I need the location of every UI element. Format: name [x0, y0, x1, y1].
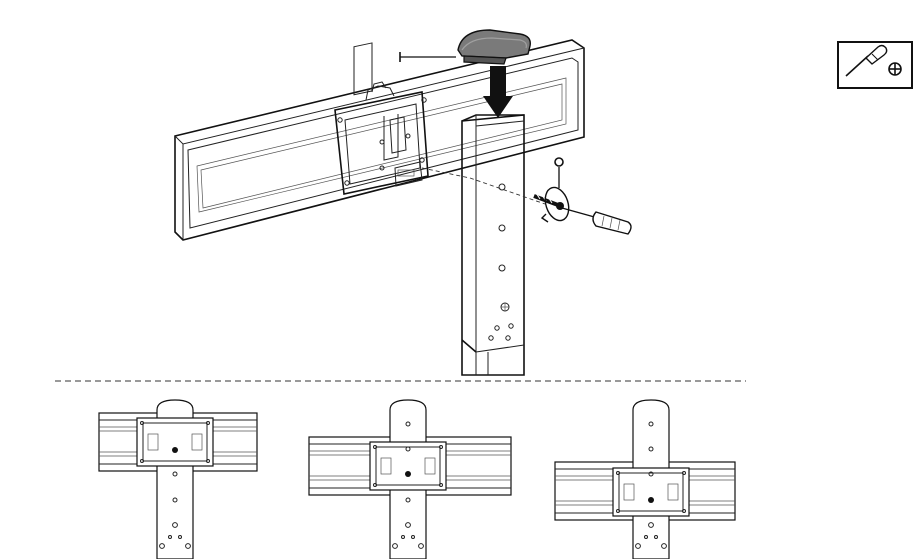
center-bracket [334, 42, 429, 195]
phillips-screwdriver-icon [845, 44, 902, 77]
height-option-middle [308, 399, 512, 559]
part-label-screw [554, 157, 564, 167]
height-option-low [554, 399, 736, 559]
insert-arrow [483, 66, 513, 118]
main-assembly [174, 29, 632, 376]
end-cap [457, 29, 531, 65]
tool-icon-box [837, 41, 913, 89]
height-option-high [98, 399, 258, 559]
mounting-bar [174, 39, 585, 241]
screw-and-screwdriver [533, 167, 632, 235]
alignment-guide [421, 167, 546, 205]
vertical-post [461, 114, 525, 376]
